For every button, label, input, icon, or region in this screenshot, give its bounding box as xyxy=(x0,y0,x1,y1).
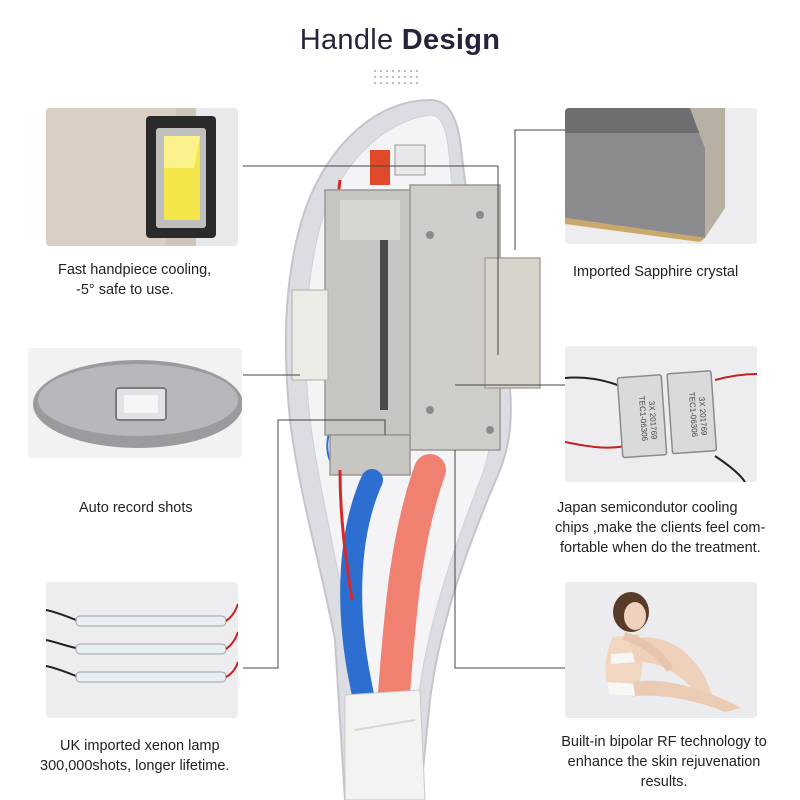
sapphire-image-card xyxy=(565,108,757,244)
rf-caption-line1: Built-in bipolar RF technology to xyxy=(561,734,767,750)
lamp-caption-line1: UK imported xenon lamp xyxy=(60,738,220,754)
sapphire-caption: Imported Sapphire crystal xyxy=(573,262,738,282)
lamp-caption-line2: 300,000shots, longer lifetime. xyxy=(40,758,230,774)
cooling-caption-line2: -5° safe to use. xyxy=(76,282,174,298)
xenon-lamps-image xyxy=(46,582,238,718)
title-bold: Design xyxy=(401,24,501,56)
rf-caption: Built-in bipolar RF technology to enhanc… xyxy=(547,732,781,792)
chips-caption-line2: chips ,make the clients feel com- xyxy=(555,520,766,536)
shots-image-card xyxy=(28,348,242,458)
cooling-caption-line1: Fast handpiece cooling, xyxy=(58,262,212,278)
chip-mark-left: 3X 201769 xyxy=(647,401,659,441)
chips-caption-line3: fortable when do the treatment. xyxy=(560,540,761,556)
chip-label-right: TEC1-06306 xyxy=(687,392,699,438)
lamp-caption: UK imported xenon lamp 300,000shots, lon… xyxy=(40,736,229,776)
woman-skin-image xyxy=(565,582,757,718)
chips-caption: Japan semicondutor cooling chips ,make t… xyxy=(555,498,765,558)
shots-caption-line1: Auto record shots xyxy=(79,500,193,516)
cooling-caption: Fast handpiece cooling, -5° safe to use. xyxy=(58,260,211,300)
title-light: Handle xyxy=(299,24,394,56)
rf-caption-line2: enhance the skin rejuvenation xyxy=(567,754,761,770)
chip-mark-right: 3X 201769 xyxy=(697,397,709,437)
chips-image-card: TEC1-06306 3X 201769 TEC1-06306 3X 20176… xyxy=(565,346,757,482)
shots-caption: Auto record shots xyxy=(79,498,193,518)
rf-caption-line3: results. xyxy=(640,774,688,790)
handpiece-tip-image xyxy=(46,108,238,246)
chip-label-left: TEC1-06306 xyxy=(637,396,649,442)
sapphire-caption-line1: Imported Sapphire crystal xyxy=(573,264,739,280)
decorative-dots xyxy=(373,69,419,85)
lamp-image-card xyxy=(46,582,238,718)
sapphire-crystal-image xyxy=(565,108,757,244)
rf-image-card xyxy=(565,582,757,718)
chips-caption-line1: Japan semicondutor cooling xyxy=(557,500,738,516)
cooling-image-card xyxy=(46,108,238,246)
semiconductor-chips-image: TEC1-06306 3X 201769 TEC1-06306 3X 20176… xyxy=(565,346,757,482)
page-title: Handle Design xyxy=(0,24,800,57)
counter-window-image xyxy=(28,348,242,458)
